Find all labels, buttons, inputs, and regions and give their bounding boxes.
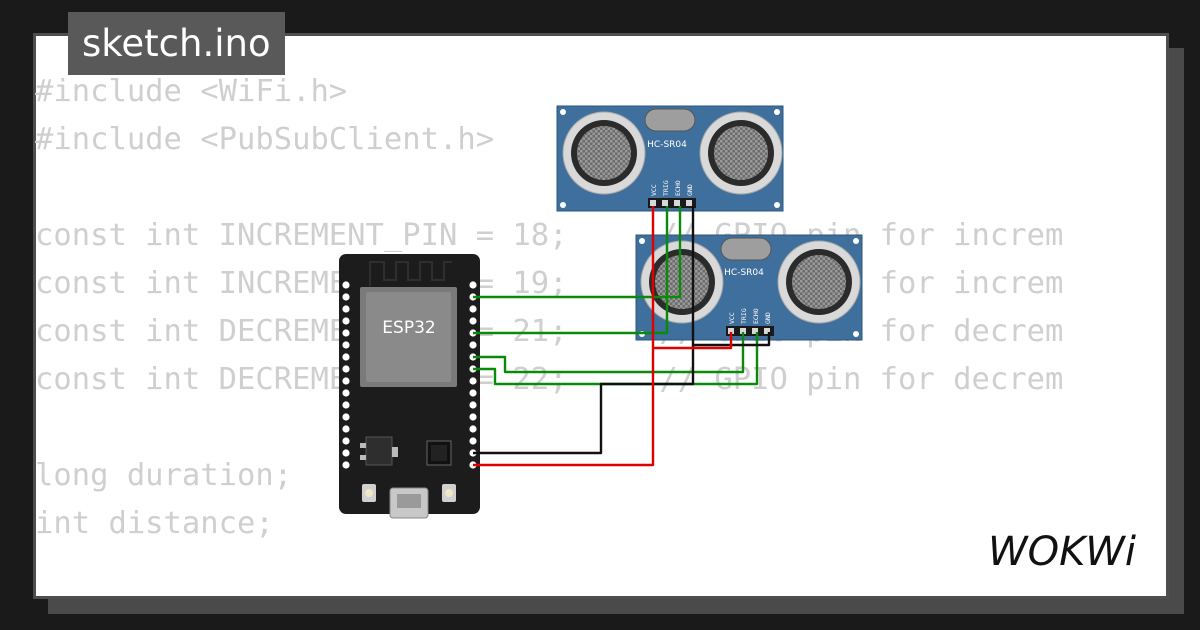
sensor-model-label: HC-SR04 <box>647 140 687 150</box>
esp32-chip-label: ESP32 <box>382 318 435 338</box>
esp32-devkit-board[interactable]: ESP32 <box>339 254 480 519</box>
sketch-title: sketch.ino <box>68 12 285 75</box>
wiring <box>473 206 771 467</box>
pin-label-vcc: VCC <box>728 312 736 324</box>
wire-signal <box>473 332 759 386</box>
code-line: #include <PubSubClient.h> <box>35 122 495 157</box>
sensor-1-header-pins[interactable] <box>648 198 696 208</box>
boot-button[interactable] <box>442 484 456 502</box>
svg-text:WOKWi: WOKWi <box>988 529 1136 575</box>
pin-label-gnd: GND <box>764 312 772 324</box>
pin-label-vcc: VCC <box>650 184 658 196</box>
wire-ground <box>473 206 695 455</box>
wire-signal <box>473 332 745 374</box>
sensor-model-label: HC-SR04 <box>724 268 764 278</box>
sensor-2-header-pins[interactable] <box>726 326 774 336</box>
ultrasonic-sensor-1[interactable]: HC-SR04 VCC TRIG ECHO GND <box>556 105 784 212</box>
wokwi-logo: WOKWi <box>975 520 1150 580</box>
code-line: long duration; <box>35 458 293 493</box>
code-line: int distance; <box>35 506 274 541</box>
wire-ground <box>693 332 771 347</box>
transducer-right <box>699 111 783 195</box>
pin-label-gnd: GND <box>686 184 694 196</box>
transducer-left <box>640 240 724 324</box>
wire-power <box>653 332 733 350</box>
transducer-right <box>777 240 861 324</box>
code-preview: #include <WiFi.h> #include <PubSubClient… <box>35 68 1063 548</box>
en-button[interactable] <box>362 484 376 502</box>
pin-label-echo: ECHO <box>674 180 682 196</box>
micro-usb-port <box>389 487 429 519</box>
ultrasonic-sensor-2[interactable]: HC-SR04 VCC TRIG ECHO GND <box>635 234 863 341</box>
wire-signal <box>473 206 682 299</box>
code-line: const int DECREMENT_PIN = 22; // GPIO pi… <box>35 362 1064 397</box>
wire-signal <box>473 206 669 335</box>
code-line: #include <WiFi.h> <box>35 74 348 109</box>
esp32-left-header[interactable] <box>342 281 350 469</box>
pin-label-trig: TRIG <box>740 308 748 324</box>
pin-label-echo: ECHO <box>752 308 760 324</box>
wire-power <box>473 206 655 467</box>
pin-label-trig: TRIG <box>662 180 670 196</box>
transducer-left <box>562 111 646 195</box>
